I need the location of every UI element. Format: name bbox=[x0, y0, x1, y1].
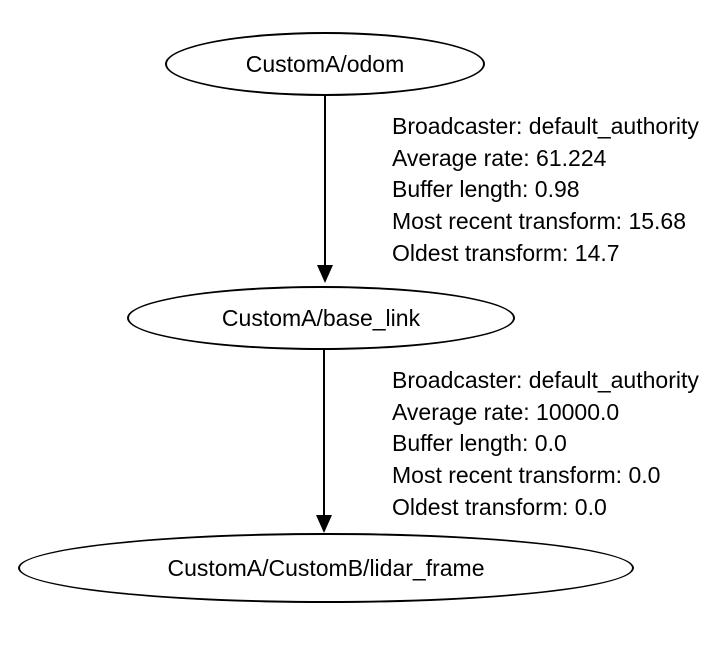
frame-node-base-link-label: CustomA/base_link bbox=[221, 304, 421, 331]
frame-node-lidar-frame-label: CustomA/CustomB/lidar_frame bbox=[167, 554, 485, 581]
edge-stat-broadcaster: Broadcaster: default_authority bbox=[392, 113, 699, 139]
edge-stat-buffer-length: Buffer length: 0.98 bbox=[392, 176, 580, 203]
edge-stat-average-rate: Average rate: 61.224 bbox=[392, 144, 607, 171]
edge-stat-oldest-transform: Oldest transform: 0.0 bbox=[392, 493, 607, 520]
edge-baselink-to-lidar-stats: Broadcaster: default_authority Average r… bbox=[392, 365, 699, 524]
edge-odom-to-baselink-line bbox=[324, 96, 326, 268]
frame-node-odom: CustomA/odom bbox=[165, 32, 485, 96]
edge-stat-broadcaster: Broadcaster: default_authority bbox=[392, 367, 699, 393]
edge-stat-most-recent-transform: Most recent transform: 0.0 bbox=[392, 462, 661, 489]
edge-baselink-to-lidar-line bbox=[323, 350, 325, 517]
edge-odom-to-baselink-arrowhead-icon bbox=[317, 265, 333, 283]
edge-baselink-to-lidar-arrowhead-icon bbox=[316, 515, 332, 533]
edge-stat-most-recent-transform: Most recent transform: 15.68 bbox=[392, 208, 687, 235]
edge-stat-average-rate: Average rate: 10000.0 bbox=[392, 398, 620, 425]
edge-stat-buffer-length: Buffer length: 0.0 bbox=[392, 430, 567, 457]
frame-node-odom-label: CustomA/odom bbox=[245, 50, 405, 77]
edge-stat-oldest-transform: Oldest transform: 14.7 bbox=[392, 239, 620, 266]
frame-node-base-link: CustomA/base_link bbox=[127, 286, 515, 350]
edge-odom-to-baselink-stats: Broadcaster: default_authority Average r… bbox=[392, 111, 699, 270]
frame-node-lidar-frame: CustomA/CustomB/lidar_frame bbox=[18, 533, 634, 603]
